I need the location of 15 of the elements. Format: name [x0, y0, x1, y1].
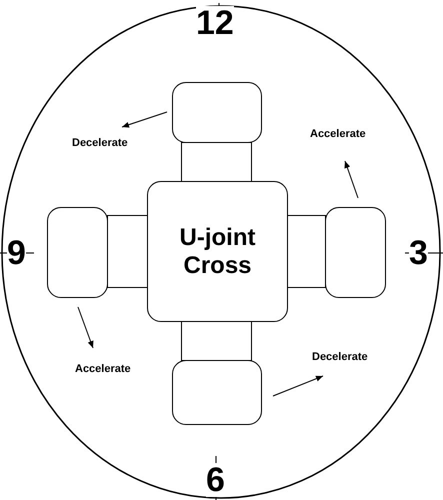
- bearing-cup: [47, 207, 108, 298]
- motion-label: Accelerate: [75, 364, 131, 375]
- cross-arm: [287, 215, 326, 288]
- motion-label: Accelerate: [310, 129, 366, 140]
- motion-label: Decelerate: [72, 138, 128, 149]
- cross-arm: [181, 321, 252, 361]
- bearing-cup: [172, 360, 262, 425]
- cross-arm: [107, 215, 148, 288]
- cross-center-box: U-joint Cross: [147, 181, 288, 322]
- clock-number: 12: [196, 6, 234, 40]
- clock-number: 6: [206, 463, 225, 497]
- bearing-cup: [172, 82, 262, 143]
- cross-arm: [181, 142, 252, 182]
- motion-label: Decelerate: [312, 352, 368, 363]
- bearing-cup: [325, 207, 386, 298]
